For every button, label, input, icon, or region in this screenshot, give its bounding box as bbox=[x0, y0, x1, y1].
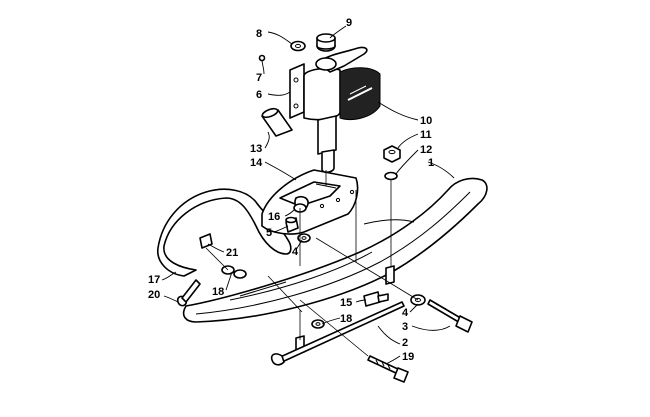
ski-body bbox=[182, 177, 488, 323]
wear-bar bbox=[270, 301, 405, 366]
washer-8 bbox=[290, 40, 306, 52]
callout-19: 19 bbox=[402, 351, 414, 363]
callout-6: 6 bbox=[256, 89, 262, 101]
callout-14: 14 bbox=[250, 157, 263, 169]
cap bbox=[316, 33, 336, 52]
callout-1: 1 bbox=[428, 157, 434, 169]
lock-nut bbox=[383, 145, 401, 163]
callout-20: 20 bbox=[148, 289, 160, 301]
bushing bbox=[261, 107, 293, 137]
bolt-19 bbox=[367, 355, 409, 383]
callout-4-upper: 4 bbox=[292, 246, 299, 258]
bolt-15 bbox=[363, 291, 389, 307]
callout-16: 16 bbox=[268, 211, 280, 223]
leader-lines bbox=[161, 25, 455, 365]
decal bbox=[339, 67, 381, 120]
alignment-lines bbox=[205, 170, 419, 357]
washer-18-upper bbox=[221, 265, 247, 279]
washer-12 bbox=[384, 171, 398, 181]
callout-2: 2 bbox=[402, 337, 408, 349]
callout-12: 12 bbox=[420, 144, 432, 156]
callout-11: 11 bbox=[420, 129, 432, 141]
callout-8: 8 bbox=[256, 28, 262, 40]
callout-17: 17 bbox=[148, 274, 160, 286]
washer-4-upper bbox=[297, 233, 311, 243]
callout-18-upper: 18 bbox=[212, 286, 224, 298]
washer-18-lower bbox=[311, 319, 325, 329]
bolt-20 bbox=[176, 279, 201, 307]
saddle-bracket bbox=[261, 169, 359, 235]
callout-3: 3 bbox=[402, 321, 408, 333]
pin-21 bbox=[199, 233, 213, 249]
grease-fitting bbox=[258, 54, 266, 62]
callout-21: 21 bbox=[226, 247, 238, 259]
callout-labels: 8 9 7 6 10 11 12 1 13 14 16 5 4 21 18 17… bbox=[148, 17, 434, 363]
callout-15: 15 bbox=[340, 297, 352, 309]
spindle bbox=[289, 46, 368, 173]
callout-4-lower: 4 bbox=[402, 307, 409, 319]
bushing-5 bbox=[285, 216, 299, 233]
callout-9: 9 bbox=[346, 17, 352, 29]
callout-10: 10 bbox=[420, 115, 432, 127]
callout-5: 5 bbox=[266, 227, 272, 239]
callout-13: 13 bbox=[250, 143, 262, 155]
bolt-3 bbox=[427, 299, 473, 333]
callout-18-lower: 18 bbox=[340, 313, 352, 325]
callout-7: 7 bbox=[256, 72, 262, 84]
